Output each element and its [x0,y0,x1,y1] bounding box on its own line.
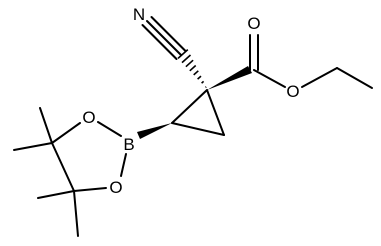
nitrogen-label: N [133,5,145,24]
carbonyl-oxygen-label: O [247,14,260,33]
bond-cquat-c2 [171,89,208,124]
bond-methyl-3 [37,190,75,199]
bold-wedge-bond-ester [207,66,252,90]
bond-methyl-2 [13,142,53,151]
hashed-wedge-bond-nitrile [177,49,207,89]
bond-methyl-4 [73,190,79,237]
bond-b-o-top [97,121,122,137]
bond-methyl-1 [39,107,53,144]
bond-c2-c3 [171,122,225,136]
ester-oxygen-label: O [286,82,299,101]
bond-o-bottom-cbottom [73,187,107,192]
bond-ctop-cbottom [51,142,75,192]
bond-b-o-bottom [120,153,127,177]
bond-ch2-ch3 [336,67,373,89]
bond-o-ch2 [301,67,338,88]
ring-oxygen-top-label: O [82,108,95,127]
boron-label: B [123,135,134,154]
bond-c-oester [253,69,286,88]
bold-wedge-bond-boron [137,123,172,139]
triple-bond-cn [141,16,187,60]
ring-oxygen-bottom-label: O [109,178,122,197]
bond-c3-cquat [206,89,225,136]
bond-o-top-ctop [51,122,81,144]
